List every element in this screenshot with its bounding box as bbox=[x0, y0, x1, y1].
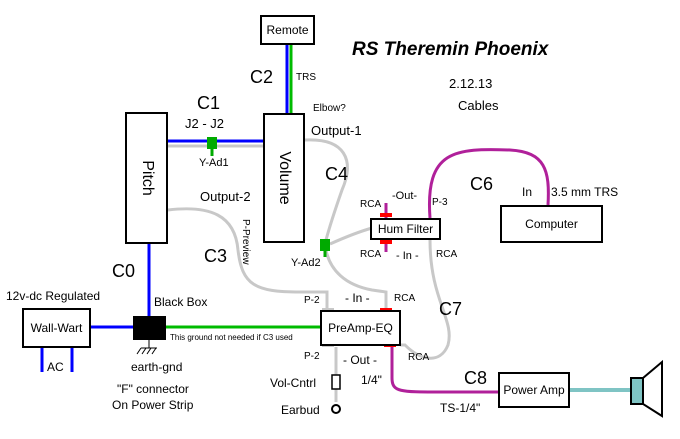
cable-c4 bbox=[304, 138, 349, 241]
earth-ground-icon bbox=[136, 340, 157, 355]
power-amp-box: Power Amp bbox=[498, 372, 570, 408]
elbow-label: Elbow? bbox=[313, 103, 346, 114]
hum-filter-box: Hum Filter bbox=[370, 218, 441, 240]
y-adapter-2-icon bbox=[320, 239, 330, 251]
cable-label-c1: C1 bbox=[197, 93, 221, 113]
cable-c3 bbox=[167, 207, 329, 310]
hum-filter-label: Hum Filter bbox=[377, 222, 434, 236]
output-1-label: Output-1 bbox=[311, 123, 362, 138]
volume-box: Volume bbox=[263, 113, 305, 243]
cable-c7 bbox=[400, 239, 451, 360]
trs-label: TRS bbox=[296, 72, 316, 83]
earbud-icon bbox=[331, 404, 341, 414]
preamp-box: PreAmp-EQ bbox=[320, 310, 401, 346]
ts-quarter-label: TS-1/4" bbox=[440, 401, 481, 415]
out-preamp-label: - Out - bbox=[343, 353, 378, 367]
wall-wart-box: Wall-Wart bbox=[22, 308, 91, 348]
cable-label-c7: C7 bbox=[439, 299, 463, 319]
cable-label-c0: C0 bbox=[112, 261, 136, 281]
y-adapter-1-icon bbox=[207, 137, 217, 149]
earth-gnd-label: earth-gnd bbox=[131, 360, 183, 374]
out-hum-label: -Out- bbox=[392, 190, 418, 202]
j2-j2-label: J2 - J2 bbox=[185, 116, 225, 131]
earbud-label: Earbud bbox=[281, 403, 320, 417]
p2-preamp-top-label: P-2 bbox=[304, 295, 320, 306]
computer-box: Computer bbox=[500, 205, 603, 243]
in-hum-label: - In - bbox=[396, 250, 419, 262]
cable-label-c8: C8 bbox=[464, 368, 488, 388]
diagram-date: 2.12.13 bbox=[449, 76, 493, 91]
power-amp-label: Power Amp bbox=[503, 383, 565, 397]
computer-label: Computer bbox=[525, 217, 578, 231]
cable-label-c3: C3 bbox=[204, 246, 228, 266]
rca-jack-hum-out bbox=[380, 213, 392, 217]
pitch-label: Pitch bbox=[138, 160, 156, 196]
computer-in-label: In bbox=[522, 185, 533, 199]
rca-hum-right-label: RCA bbox=[436, 249, 458, 260]
f-connector-label: "F" connector bbox=[117, 382, 189, 396]
power-strip-label: On Power Strip bbox=[112, 398, 194, 412]
quarter-inch-label: 1/4" bbox=[361, 373, 382, 387]
cable-label-c4: C4 bbox=[325, 164, 349, 184]
regulated-label: 12v-dc Regulated bbox=[6, 289, 101, 303]
volume-label: Volume bbox=[276, 151, 293, 205]
rca-preamp-top-label: RCA bbox=[394, 293, 416, 304]
cable-label-c2: C2 bbox=[250, 67, 274, 87]
vol-cntrl-icon bbox=[331, 374, 341, 390]
speaker-icon bbox=[630, 359, 663, 418]
vol-cntrl-label: Vol-Cntrl bbox=[270, 376, 317, 390]
remote-box: Remote bbox=[260, 15, 315, 45]
diagram-title: RS Theremin Phoenix bbox=[352, 39, 549, 60]
ac-label: AC bbox=[47, 360, 64, 374]
cable-label-c6: C6 bbox=[470, 174, 494, 194]
ground-note-label: This ground not needed if C3 used bbox=[170, 333, 293, 342]
wall-wart-label: Wall-Wart bbox=[30, 321, 83, 335]
cable-c6 bbox=[427, 148, 550, 219]
trs-35-label: 3.5 mm TRS bbox=[551, 185, 619, 199]
diagram-subtitle: Cables bbox=[458, 98, 499, 113]
rca-jack-hum-in bbox=[380, 240, 392, 244]
in-preamp-label: - In - bbox=[345, 291, 370, 305]
rca-hum-top-label: RCA bbox=[360, 199, 382, 210]
y-ad2-label: Y-Ad2 bbox=[291, 257, 321, 269]
p2-preamp-bottom-label: P-2 bbox=[304, 351, 320, 362]
rca-hum-bottom-label: RCA bbox=[360, 249, 382, 260]
cable-c8 bbox=[390, 347, 498, 394]
p-preview-label: P-Preview bbox=[240, 219, 251, 265]
p3-label: P-3 bbox=[432, 197, 448, 208]
remote-label: Remote bbox=[266, 23, 309, 37]
preamp-label: PreAmp-EQ bbox=[328, 321, 393, 335]
rca-preamp-bottom-label: RCA bbox=[408, 352, 430, 363]
pitch-box: Pitch bbox=[125, 112, 168, 244]
black-box-label: Black Box bbox=[154, 295, 208, 309]
black-box bbox=[133, 316, 166, 340]
y-ad1-label: Y-Ad1 bbox=[199, 157, 229, 169]
output-2-label: Output-2 bbox=[200, 189, 251, 204]
